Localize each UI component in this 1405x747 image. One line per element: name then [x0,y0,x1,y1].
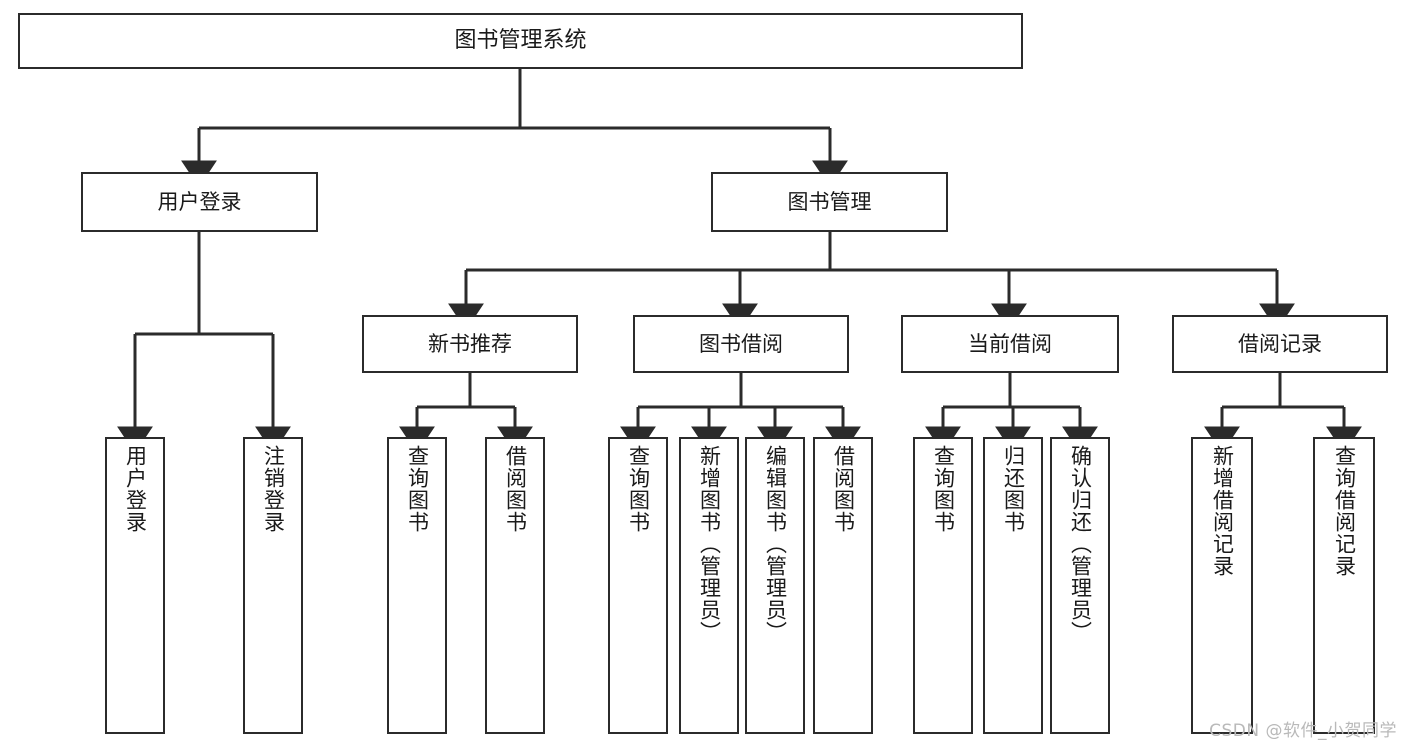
node-label: 图书管理 [787,189,872,214]
node-leaf-cb-query-book[interactable]: 查询图书 [913,437,973,734]
node-label: 查询借阅记录 [1332,445,1357,577]
node-current-borrowing[interactable]: 当前借阅 [901,315,1119,373]
node-label: 查询图书 [931,445,956,533]
node-label: 注销登录 [261,445,286,533]
node-label: 图书借阅 [699,331,783,356]
node-leaf-bb-query-book[interactable]: 查询图书 [608,437,668,734]
node-label: 借阅图书 [831,445,856,533]
node-label: 新书推荐 [428,331,512,356]
node-label: 借阅图书 [503,445,528,533]
node-borrowing-record[interactable]: 借阅记录 [1172,315,1388,373]
node-label: 确认归还（管理员） [1068,445,1093,643]
node-user-login[interactable]: 用户登录 [81,172,318,232]
node-leaf-bb-edit-book-admin[interactable]: 编辑图书（管理员） [745,437,805,734]
node-leaf-rec-query-book[interactable]: 查询图书 [387,437,447,734]
node-label: 新增借阅记录 [1210,445,1235,577]
node-label: 归还图书 [1001,445,1026,533]
node-leaf-user-login[interactable]: 用户登录 [105,437,165,734]
node-leaf-br-add-record[interactable]: 新增借阅记录 [1191,437,1253,734]
node-leaf-br-query-record[interactable]: 查询借阅记录 [1313,437,1375,734]
node-label: 图书管理系统 [454,28,587,54]
node-label: 新增图书（管理员） [697,445,722,643]
node-leaf-rec-borrow-book[interactable]: 借阅图书 [485,437,545,734]
node-leaf-cb-return-book[interactable]: 归还图书 [983,437,1043,734]
node-label: 用户登录 [123,445,148,533]
node-label: 用户登录 [157,189,242,214]
node-leaf-bb-borrow-book[interactable]: 借阅图书 [813,437,873,734]
node-label: 编辑图书（管理员） [763,445,788,643]
node-new-book-recommendation[interactable]: 新书推荐 [362,315,578,373]
node-label: 查询图书 [405,445,430,533]
node-label: 查询图书 [626,445,651,533]
node-root-book-management-system[interactable]: 图书管理系统 [18,13,1023,69]
node-book-borrowing[interactable]: 图书借阅 [633,315,849,373]
node-leaf-user-logout[interactable]: 注销登录 [243,437,303,734]
node-leaf-cb-confirm-return-admin[interactable]: 确认归还（管理员） [1050,437,1110,734]
node-label: 借阅记录 [1238,331,1322,356]
node-book-management[interactable]: 图书管理 [711,172,948,232]
node-leaf-bb-add-book-admin[interactable]: 新增图书（管理员） [679,437,739,734]
node-label: 当前借阅 [968,331,1052,356]
